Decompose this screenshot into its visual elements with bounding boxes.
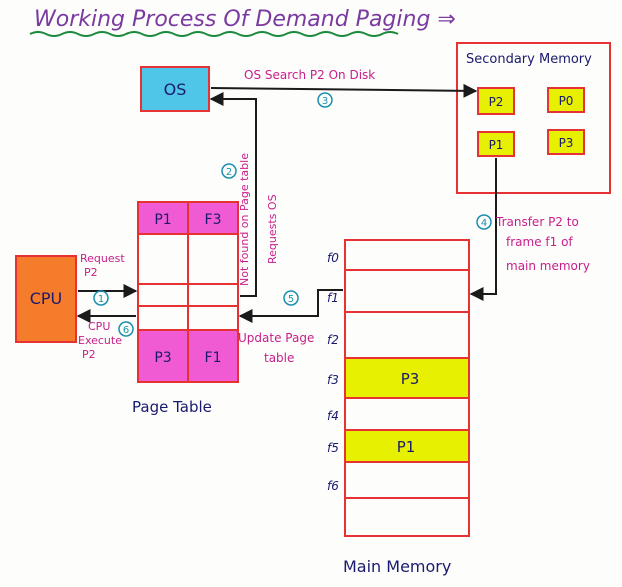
frame-label: f4 xyxy=(327,409,339,423)
secondary-page-label: P1 xyxy=(489,138,504,152)
main-memory-frame-content: P1 xyxy=(397,438,416,456)
cpu-label: CPU xyxy=(30,289,63,308)
main-memory: P3 P1 xyxy=(344,239,470,537)
cpu-box xyxy=(15,255,77,343)
step-2-text-line: Requests OS xyxy=(266,194,279,264)
step-4-marker: 4 xyxy=(476,214,492,230)
secondary-memory-title: Secondary Memory xyxy=(466,52,592,67)
step-4-text: Transfer P2 to frame f1 of main memory xyxy=(495,215,590,273)
page-table-page: P1 xyxy=(154,212,171,228)
step-5-text: Update Page table xyxy=(238,331,318,365)
arrow-step-3 xyxy=(210,83,478,98)
page-table-frame: F3 xyxy=(205,212,222,228)
main-memory-caption: Main Memory xyxy=(343,557,451,576)
step-2-marker: 2 xyxy=(221,163,237,179)
step-number: 5 xyxy=(288,294,294,305)
step-6-text-line: Execute xyxy=(78,334,122,347)
arrow-step-5 xyxy=(238,289,343,323)
step-2-text: Not found on Page table Requests OS xyxy=(238,150,279,286)
main-memory-frame-content: P3 xyxy=(401,370,420,388)
secondary-page-label: P0 xyxy=(559,94,574,108)
step-3-text: OS Search P2 On Disk xyxy=(244,68,375,82)
os-label: OS xyxy=(164,80,187,99)
step-6-text-line: P2 xyxy=(82,348,96,361)
step-5-text-line: Update Page xyxy=(238,331,314,345)
frame-label: f5 xyxy=(327,441,339,455)
secondary-page-p2: P2 xyxy=(477,87,515,115)
frame-label: f0 xyxy=(327,251,339,265)
secondary-page-p3: P3 xyxy=(547,129,585,155)
secondary-page-p1: P1 xyxy=(477,131,515,157)
page-table-caption: Page Table xyxy=(132,398,212,416)
frame-label: f2 xyxy=(327,333,339,347)
step-6-text-line: CPU xyxy=(88,320,110,333)
step-4-text-line: main memory xyxy=(506,259,590,273)
step-number: 2 xyxy=(226,167,232,178)
step-1-text-line: P2 xyxy=(84,266,98,279)
title-underline xyxy=(29,31,399,37)
step-5-marker: 5 xyxy=(283,290,299,306)
frame-label: f1 xyxy=(327,291,339,305)
step-1-text: Request P2 xyxy=(80,252,128,279)
arrow-step-4 xyxy=(469,158,497,301)
step-number: 1 xyxy=(98,294,104,305)
diagram-title: Working Process Of Demand Paging ⇒ xyxy=(34,7,456,32)
step-2-text-line: Not found on Page table xyxy=(238,153,251,286)
step-6-text: CPU Execute P2 xyxy=(78,320,126,361)
secondary-page-p0: P0 xyxy=(547,87,585,113)
secondary-memory-box xyxy=(456,42,611,194)
step-1-text-line: Request xyxy=(80,252,125,265)
step-4-text-line: Transfer P2 to xyxy=(495,215,579,229)
os-box xyxy=(140,66,210,112)
frame-labels: f0 f1 f2 f3 f4 f5 f6 xyxy=(327,251,339,493)
step-number: 3 xyxy=(322,96,328,107)
step-1-marker: 1 xyxy=(93,290,109,306)
page-table-page: P3 xyxy=(154,350,171,366)
arrow-step-2 xyxy=(209,92,257,297)
page-table-frame: F1 xyxy=(205,350,222,366)
secondary-page-label: P3 xyxy=(559,136,574,150)
frame-label: f6 xyxy=(327,479,339,493)
page-table: P1 F3 P3 F1 xyxy=(137,201,239,383)
frame-label: f3 xyxy=(327,373,339,387)
step-number: 4 xyxy=(481,218,487,229)
step-5-text-line: table xyxy=(264,351,294,365)
step-3-marker: 3 xyxy=(317,92,333,108)
secondary-page-label: P2 xyxy=(489,95,504,109)
step-number: 6 xyxy=(123,325,129,336)
step-4-text-line: frame f1 of xyxy=(506,235,573,249)
step-6-marker: 6 xyxy=(118,321,134,337)
